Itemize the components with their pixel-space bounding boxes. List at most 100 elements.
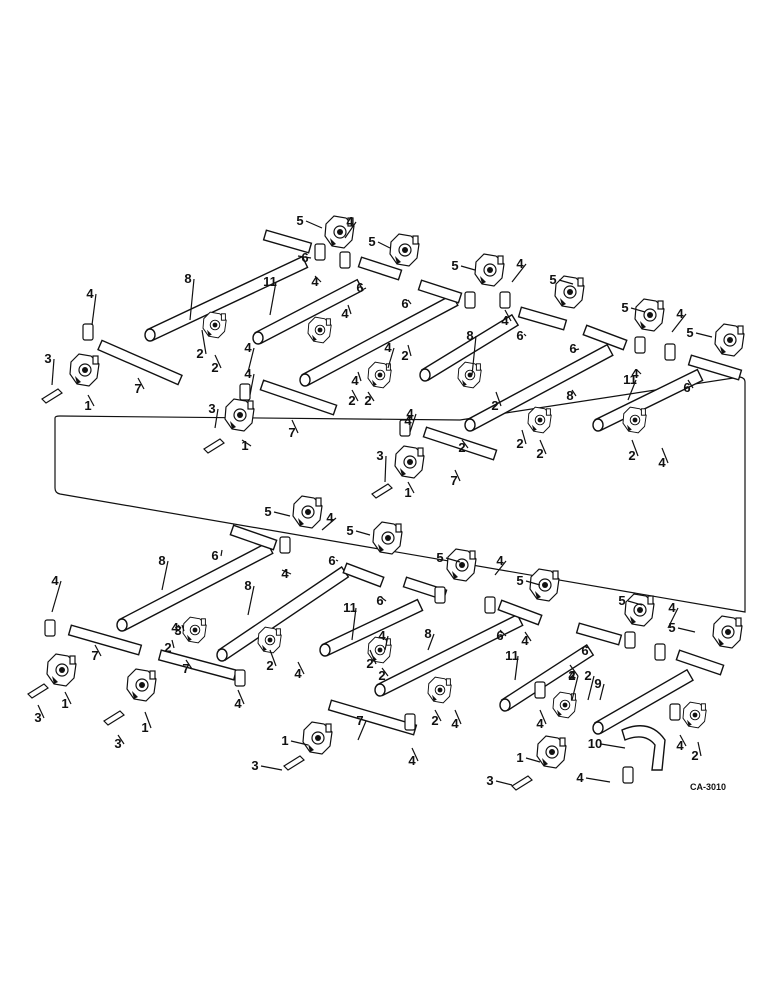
bracket-casting (427, 676, 452, 704)
leader-line (495, 780, 513, 786)
leader-line (144, 711, 152, 729)
part-callout: 4 (341, 306, 349, 321)
part-callout: 4 (311, 274, 319, 289)
shaft-end (319, 643, 331, 657)
leader-line (525, 580, 541, 586)
clamp-block (399, 419, 411, 437)
clamp-block (279, 536, 291, 554)
leader-line (347, 304, 352, 315)
part-callout: 1 (84, 398, 91, 413)
part-callout: 4 (406, 406, 414, 421)
pin (283, 755, 305, 771)
pin (41, 388, 63, 404)
leader-line (137, 377, 145, 390)
leader-line (241, 439, 252, 447)
leader-line (671, 313, 687, 333)
leader-line (539, 439, 547, 455)
square-bar (262, 229, 313, 254)
part-callout: 1 (516, 750, 523, 765)
leader-line (499, 629, 507, 637)
leader-line (677, 627, 696, 633)
part-callout: 1 (241, 438, 248, 453)
leader-line (384, 455, 387, 483)
leader-line (585, 777, 611, 783)
part-callout: 5 (346, 523, 353, 538)
part-callout: 4 (451, 716, 459, 731)
shaft-end (116, 618, 128, 632)
leader-line (539, 709, 547, 725)
clamp-block (339, 251, 351, 269)
clamp-block (669, 703, 681, 721)
leader-line (335, 559, 339, 562)
leader-line (291, 419, 299, 434)
part-callout: 4 (521, 633, 529, 648)
square-bar (675, 649, 725, 676)
leader-line (247, 585, 255, 616)
bracket-casting (712, 615, 743, 649)
round-shaft (594, 668, 694, 735)
part-callout: 1 (61, 696, 68, 711)
shaft-end (252, 331, 264, 345)
clamp-block (404, 713, 416, 731)
square-bar (575, 622, 623, 646)
leader-line (599, 683, 605, 701)
leader-line (161, 560, 169, 591)
part-callout: 3 (376, 448, 383, 463)
square-bar (687, 354, 743, 381)
part-callout: 2 (691, 748, 698, 763)
part-callout: 4 (171, 620, 179, 635)
part-callout: 2 (164, 640, 171, 655)
leader-line (630, 307, 646, 313)
bracket-casting (446, 548, 477, 582)
part-callout: 2 (348, 393, 355, 408)
leader-line (314, 275, 322, 283)
leader-line (177, 624, 182, 629)
clamp-block (664, 343, 676, 361)
square-bar (517, 306, 568, 331)
part-callout: 3 (486, 773, 493, 788)
leader-line (525, 757, 541, 763)
part-callout: 4 (244, 340, 252, 355)
leader-line (290, 740, 309, 746)
part-callout: 11 (263, 274, 277, 289)
bracket-casting (182, 616, 207, 644)
part-callout: 7 (91, 648, 98, 663)
part-callout: 4 (658, 455, 666, 470)
part-callout: 4 (676, 738, 684, 753)
part-callout: 6 (683, 380, 690, 395)
drawing-code: CA-3010 (690, 782, 726, 792)
clamp-block (654, 643, 666, 661)
part-callout: 8 (424, 626, 431, 641)
clamp-block (624, 631, 636, 649)
leader-line (495, 391, 502, 407)
part-callout: 11 (505, 648, 519, 663)
leader-line (695, 332, 713, 338)
group-outline (54, 376, 746, 613)
square-bar (342, 562, 385, 588)
leader-line (237, 689, 245, 705)
bracket-casting (302, 721, 333, 755)
part-callout: 4 (244, 366, 252, 381)
leader-line (351, 607, 357, 641)
bracket-casting (474, 253, 505, 287)
part-callout: 6 (496, 628, 503, 643)
leader-line (631, 439, 639, 457)
clamp-block (234, 669, 246, 687)
part-callout: 5 (368, 234, 375, 249)
part-callout: 5 (264, 504, 271, 519)
part-callout: 4 (576, 770, 584, 785)
leader-line (460, 265, 476, 271)
clamp-block (239, 383, 251, 401)
leader-line (387, 347, 395, 369)
bracket-casting (372, 521, 403, 555)
part-callout: 4 (568, 668, 576, 683)
shaft-end (499, 698, 511, 712)
bracket-casting (307, 316, 332, 344)
clamp-block (82, 323, 94, 341)
part-callout: 7 (356, 713, 363, 728)
bracket-casting (367, 361, 392, 389)
square-bar (67, 624, 143, 656)
part-callout: 4 (51, 573, 59, 588)
bracket-casting (682, 701, 707, 729)
part-callout: 4 (281, 566, 289, 581)
